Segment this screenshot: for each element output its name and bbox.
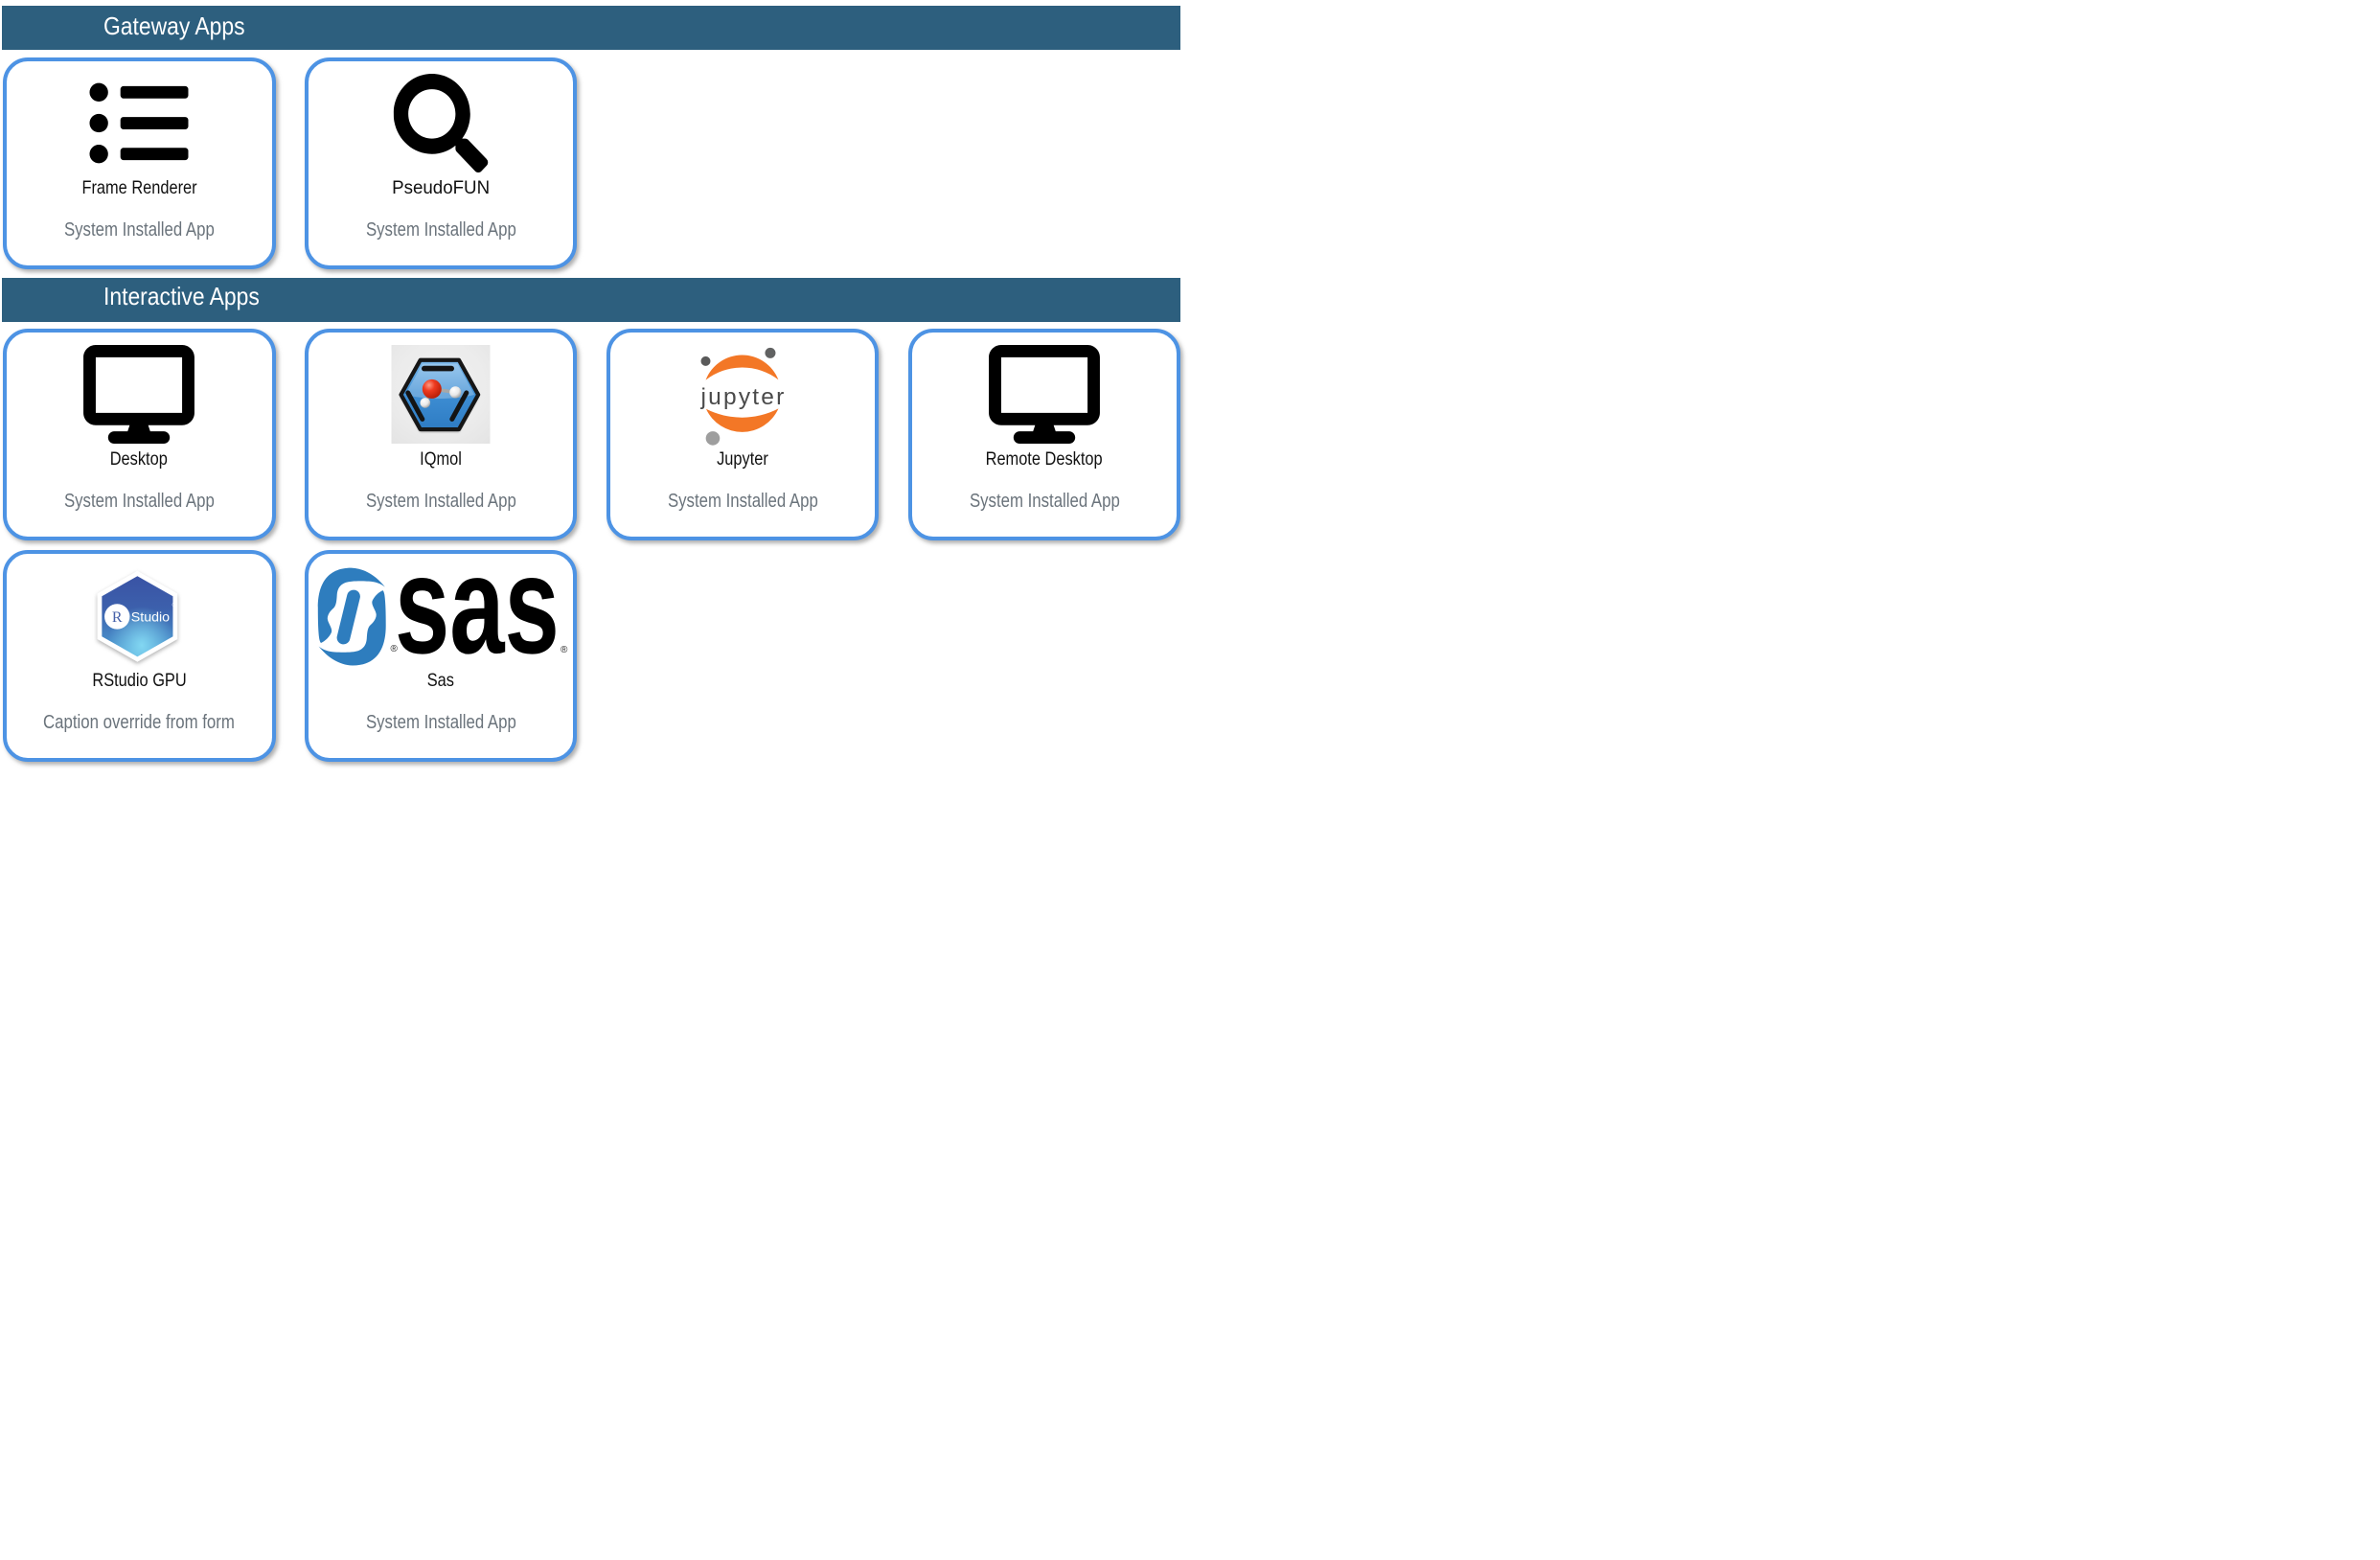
svg-text:R: R (112, 608, 123, 625)
svg-text:Studio: Studio (131, 609, 170, 625)
svg-text:®: ® (561, 645, 568, 655)
svg-text:sas: sas (395, 526, 560, 682)
svg-text:®: ® (391, 644, 399, 654)
svg-text:®: ® (172, 602, 176, 608)
svg-text:jupyter: jupyter (700, 383, 787, 409)
